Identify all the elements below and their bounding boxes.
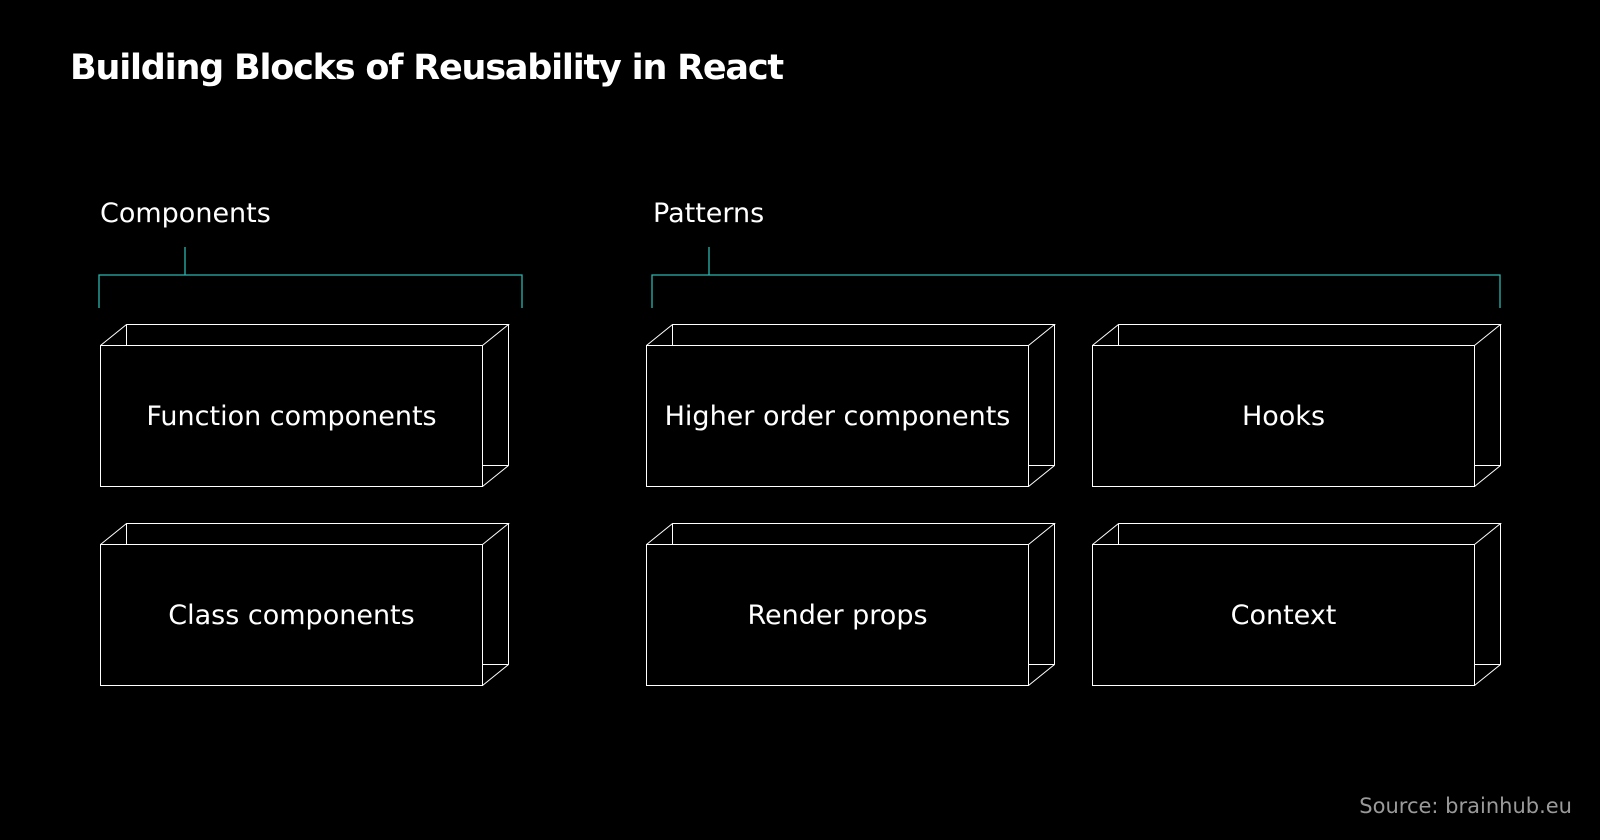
block-box-outline	[646, 523, 1056, 686]
source-credit: Source: brainhub.eu	[1359, 794, 1572, 818]
block-box-outline	[1092, 324, 1502, 487]
page-title: Building Blocks of Reusability in React	[70, 48, 784, 88]
bracket-patterns-line	[651, 274, 1501, 308]
block-label: Context	[1230, 599, 1337, 631]
bracket-components-line	[98, 274, 523, 308]
block-render-props: Render props	[646, 523, 1056, 686]
block-label: Hooks	[1241, 400, 1326, 432]
block-hooks: Hooks	[1092, 324, 1502, 487]
block-box-outline	[646, 324, 1056, 487]
group-label-patterns: Patterns	[653, 198, 765, 229]
block-higher-order-components: Higher order components	[646, 324, 1056, 487]
block-box-outline	[1092, 523, 1502, 686]
block-box-outline	[100, 523, 510, 686]
block-function-components: Function components	[100, 324, 510, 487]
block-context: Context	[1092, 523, 1502, 686]
block-label: Function components	[146, 400, 437, 432]
group-label-components: Components	[100, 198, 271, 229]
block-label: Class components	[168, 599, 415, 631]
block-label: Render props	[747, 599, 928, 631]
block-box-outline	[100, 324, 510, 487]
block-class-components: Class components	[100, 523, 510, 686]
block-label: Higher order components	[664, 400, 1011, 432]
